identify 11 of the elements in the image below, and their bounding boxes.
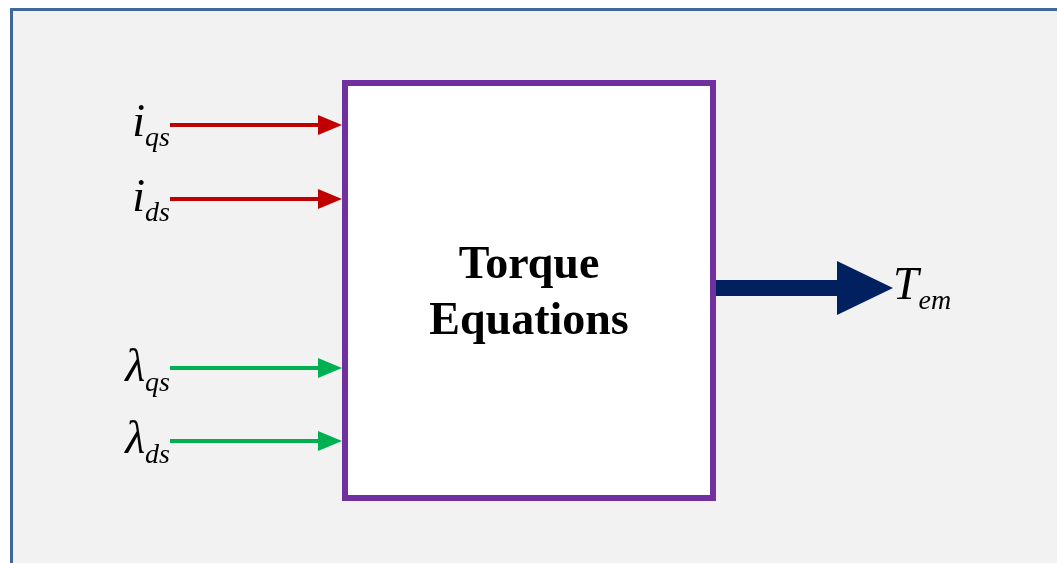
variable-label: T$_{em}$ [893, 261, 952, 315]
variable-label: i$_{ds}$ [132, 173, 170, 227]
arrow [170, 115, 342, 135]
variable-label: λ$_{ds}$ [125, 415, 170, 469]
arrow [170, 431, 342, 451]
process-box [342, 80, 716, 501]
arrow [170, 358, 342, 378]
arrow [170, 189, 342, 209]
variable-label: i$_{qs}$ [132, 98, 170, 152]
variable-label: λ$_{qs}$ [125, 343, 170, 397]
box-title: Torque Equations [428, 236, 630, 346]
